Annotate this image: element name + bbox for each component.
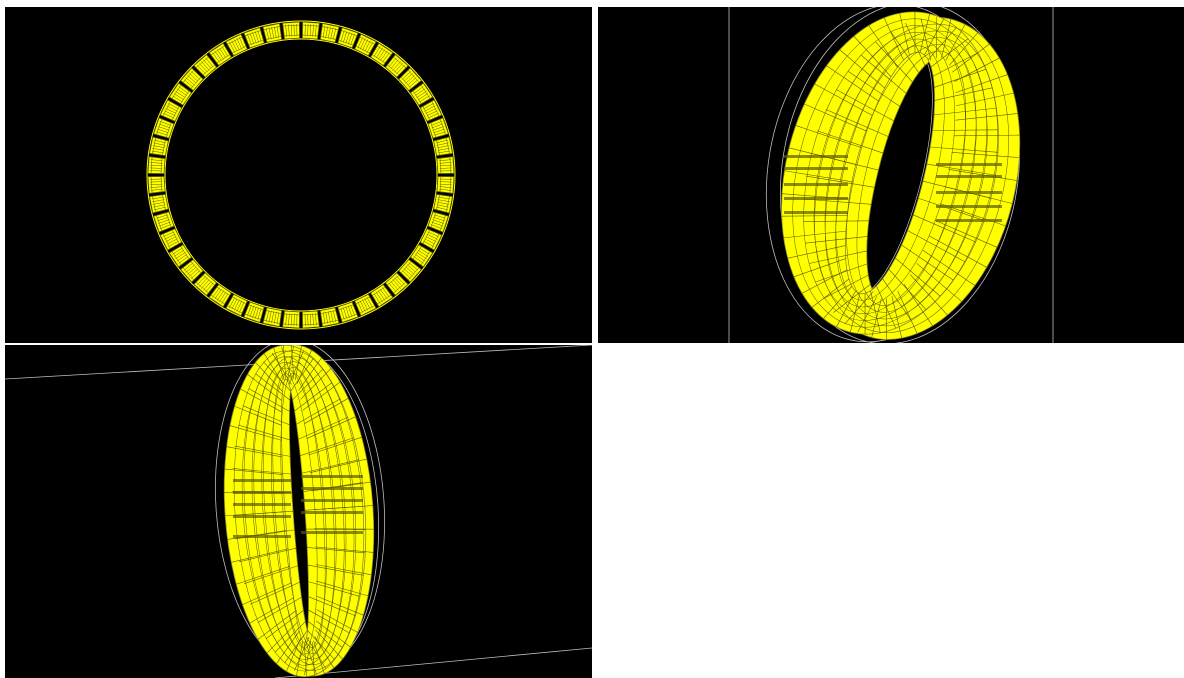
ring-side-view	[5, 345, 592, 678]
ring-segment	[427, 211, 449, 233]
ring-segment	[419, 99, 443, 122]
ring-segment	[337, 27, 359, 49]
ring-segment	[319, 307, 340, 327]
segment-gaps	[233, 475, 363, 538]
ring-perspective-view	[728, 7, 1054, 343]
ring-segment	[427, 117, 449, 139]
ring-segment	[410, 244, 434, 268]
ring-segment	[302, 310, 320, 329]
ring-segment	[208, 284, 232, 308]
ring-front-view	[146, 20, 456, 330]
segment-gaps	[784, 155, 1002, 222]
ring-segment	[243, 301, 265, 323]
ring-segment	[384, 54, 409, 78]
ring-segment	[225, 33, 248, 57]
ring-segment	[410, 82, 434, 106]
ring-segment	[225, 293, 248, 317]
ring-segment	[282, 21, 300, 40]
ring-segment	[153, 117, 175, 139]
viewport-perspective[interactable]	[598, 7, 1184, 343]
viewport-side[interactable]	[5, 345, 592, 678]
ring-segment	[147, 176, 166, 194]
boundary-line-bottom	[274, 647, 592, 678]
ring-segment	[319, 23, 340, 43]
ring-segment	[262, 23, 283, 43]
ring-mesh	[781, 11, 1021, 340]
ring-segment	[354, 293, 377, 317]
ring-segment	[354, 33, 377, 57]
ring-segment	[180, 258, 204, 283]
ring-segment	[370, 42, 394, 66]
ring-segment	[153, 211, 175, 233]
ring-segment	[262, 307, 283, 327]
ring-segment	[193, 272, 218, 296]
ring-segment	[168, 82, 192, 106]
ring-segment	[282, 310, 300, 329]
viewport-empty[interactable]	[598, 345, 1184, 678]
ring-segment	[208, 42, 232, 66]
segment-ring	[146, 20, 456, 330]
ring-segment	[398, 67, 422, 92]
viewport-front[interactable]	[5, 7, 592, 343]
ring-segment	[149, 136, 169, 157]
ring-segment	[337, 301, 359, 323]
ring-segment	[398, 258, 422, 283]
ring-mesh	[223, 345, 375, 678]
ring-segment	[193, 54, 218, 78]
ring-segment	[433, 136, 453, 157]
ring-segment	[433, 193, 453, 214]
ring-segment	[384, 272, 409, 296]
ring-segment	[243, 27, 265, 49]
ring-segment	[180, 67, 204, 92]
ring-segment	[159, 228, 183, 251]
ring-segment	[419, 228, 443, 251]
ring-segment	[147, 156, 166, 174]
ring-segment	[168, 244, 192, 268]
ring-segment	[302, 21, 320, 40]
ring-segment	[149, 193, 169, 214]
ring-segment	[436, 156, 455, 174]
ring-segment	[436, 176, 455, 194]
ring-segment	[159, 99, 183, 122]
ring-segment	[370, 284, 394, 308]
